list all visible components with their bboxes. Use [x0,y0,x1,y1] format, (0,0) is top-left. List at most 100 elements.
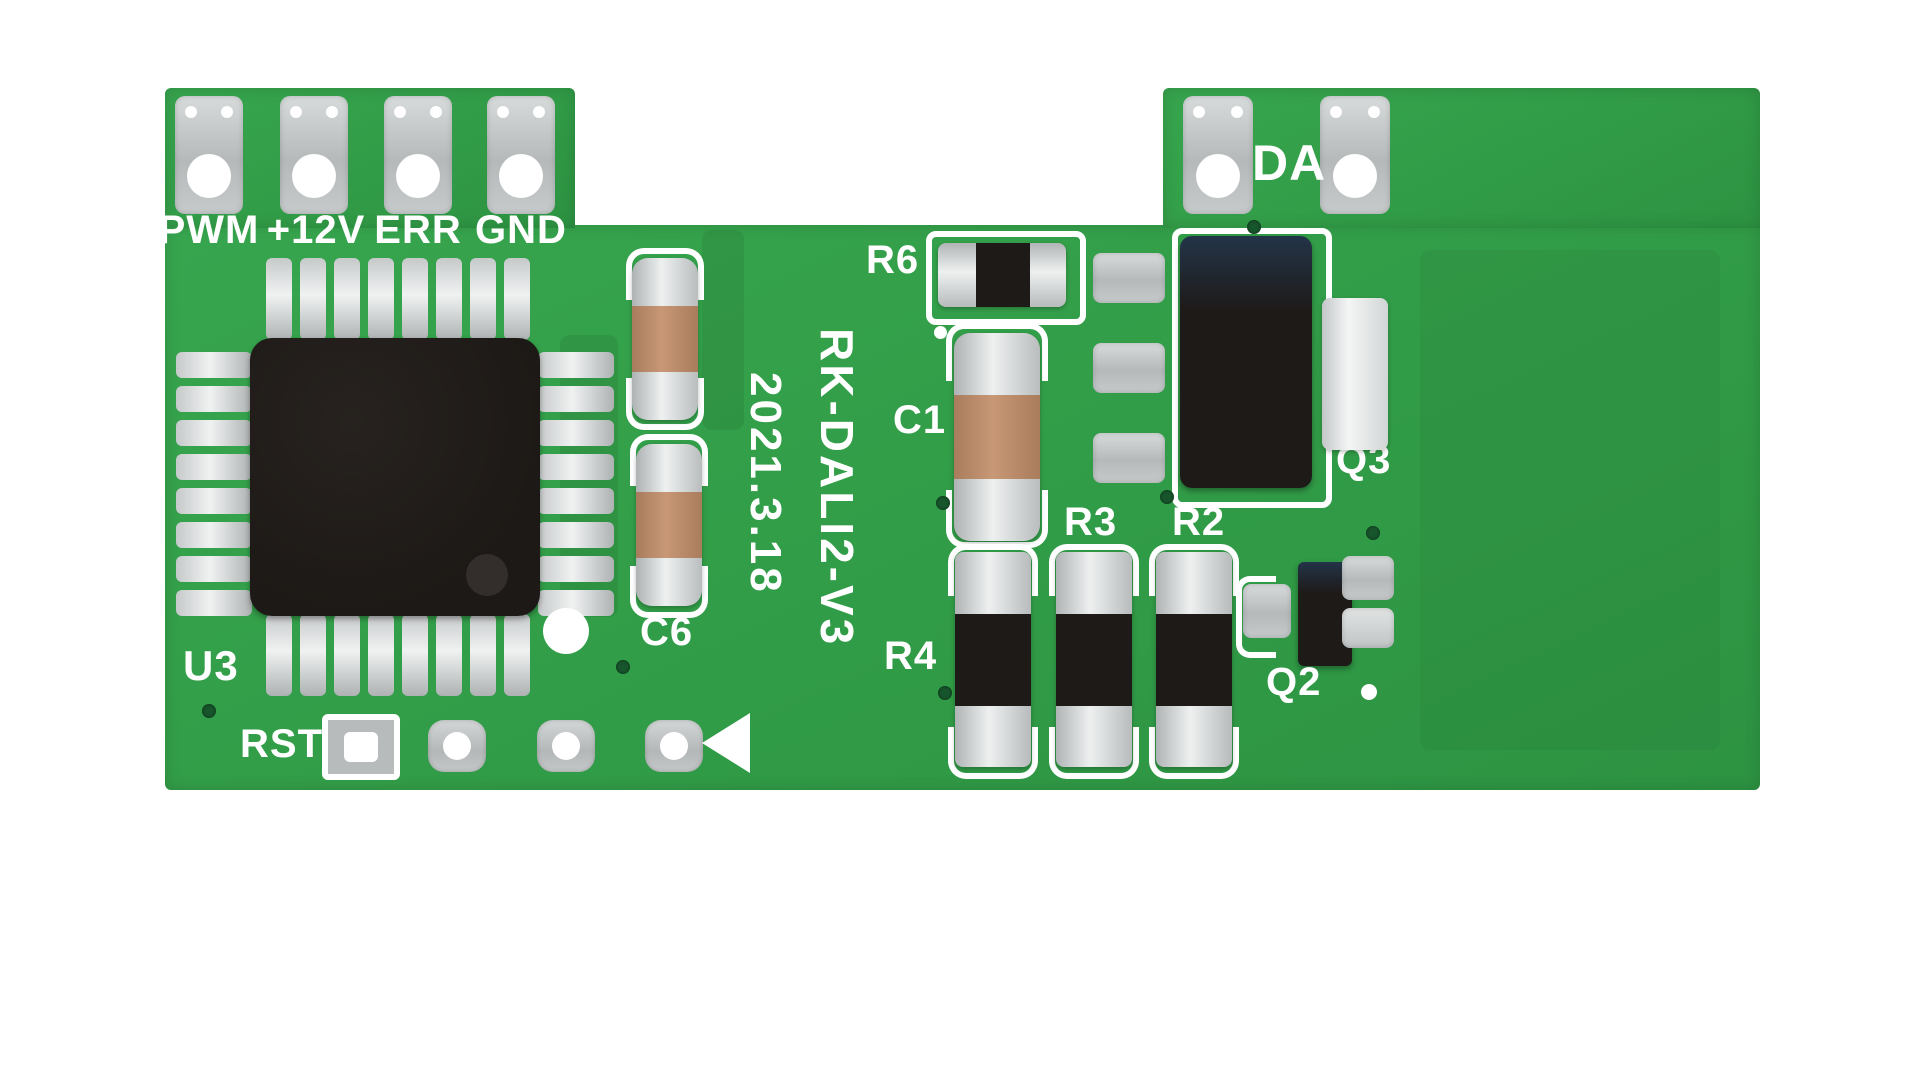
connector-pad-12v [280,96,348,214]
u3-pin [334,258,360,340]
connector-pad-pwm [175,96,243,214]
rst-pad [322,714,400,780]
r4-silk-bracket [948,727,1038,779]
u3-pin [436,258,462,340]
resistor-r6 [938,243,1066,307]
melf-cap [954,479,1040,541]
u3-pin [334,614,360,696]
drill-dot [394,106,406,118]
castellated-hole [292,154,336,198]
smd-pad [1093,433,1165,483]
label-date: 2021.3.18 [741,372,790,595]
drill-dot [185,106,197,118]
drill-dot [326,106,338,118]
u3-pin [504,614,530,696]
via [1160,490,1174,504]
c6a-silk-bracket [626,378,704,430]
q2-silk-bracket [1236,576,1276,658]
label-model: RK-DALI2-V3 [811,328,863,648]
melf-cap [632,258,698,306]
res-body [1156,614,1232,706]
capacitor-c6a [632,258,698,420]
u3-pin [300,258,326,340]
pad-hole [660,732,688,760]
prog-pad [537,720,595,772]
u3-pin [538,352,614,378]
castellated-hole [1333,154,1377,198]
castellated-hole [396,154,440,198]
u3-pin [504,258,530,340]
r2-silk-bracket [1149,544,1239,596]
res-cap [938,243,976,307]
u3-chip-body [250,338,540,616]
melf-cap [636,558,702,606]
connector-pad-gnd [487,96,555,214]
label-r2: R2 [1172,500,1226,544]
drill-dot [1330,106,1342,118]
u3-pin [538,488,614,514]
res-cap [1156,552,1232,614]
u3-pin [538,522,614,548]
smd-pad [1093,253,1165,303]
r4-silk-bracket [948,544,1038,596]
label-pwm: PWM [158,208,260,252]
label-err: ERR [374,208,462,252]
pad-hole [443,732,471,760]
label-r6: R6 [866,238,920,282]
melf-cap [954,333,1040,395]
castellated-hole [1196,154,1240,198]
u3-pin [368,614,394,696]
label-r4: R4 [884,634,938,678]
label-rst: RST [240,722,323,766]
res-body [976,243,1030,307]
res-cap [1056,552,1132,614]
melf-cap [636,444,702,492]
q2-pad [1243,584,1291,638]
r2-silk-bracket [1149,727,1239,779]
u3-pin [368,258,394,340]
melf-band [636,492,702,558]
label-da: DA [1252,135,1327,191]
pad-hole [552,732,580,760]
u3-pin [266,614,292,696]
resistor-r2 [1156,552,1232,767]
smd-pad [1093,343,1165,393]
u3-pin [470,258,496,340]
drill-dot [430,106,442,118]
u3-pin [436,614,462,696]
label-gnd: GND [475,208,567,252]
u3-pin [402,614,428,696]
c6a-silk-bracket [626,248,704,300]
test-dot [934,326,947,339]
label-c6: C6 [640,610,694,654]
connector-pad-da1 [1183,96,1253,214]
u3-pin [176,420,252,446]
u3-pin [176,590,252,616]
drill-dot [497,106,509,118]
u3-pin [176,352,252,378]
c6b-silk-bracket [630,566,708,618]
u3-pin [176,556,252,582]
prog-pad [645,720,703,772]
castellated-hole [187,154,231,198]
via [938,686,952,700]
u3-pin [538,556,614,582]
melf-band [954,395,1040,479]
capacitor-c1 [954,333,1040,541]
res-cap [955,552,1031,614]
resistor-r4 [955,552,1031,767]
prog-pad [428,720,486,772]
u3-pin [176,522,252,548]
label-c1: C1 [893,398,947,442]
capacitor-white [1322,298,1388,450]
drill-dot [290,106,302,118]
u3-pin [176,488,252,514]
label-r3: R3 [1064,500,1118,544]
r6-silk-outline [926,231,1086,325]
u3-pin1-dot [466,554,508,596]
res-cap [1156,706,1232,767]
copper-trace [702,230,744,430]
via [936,496,950,510]
drill-dot [1193,106,1205,118]
